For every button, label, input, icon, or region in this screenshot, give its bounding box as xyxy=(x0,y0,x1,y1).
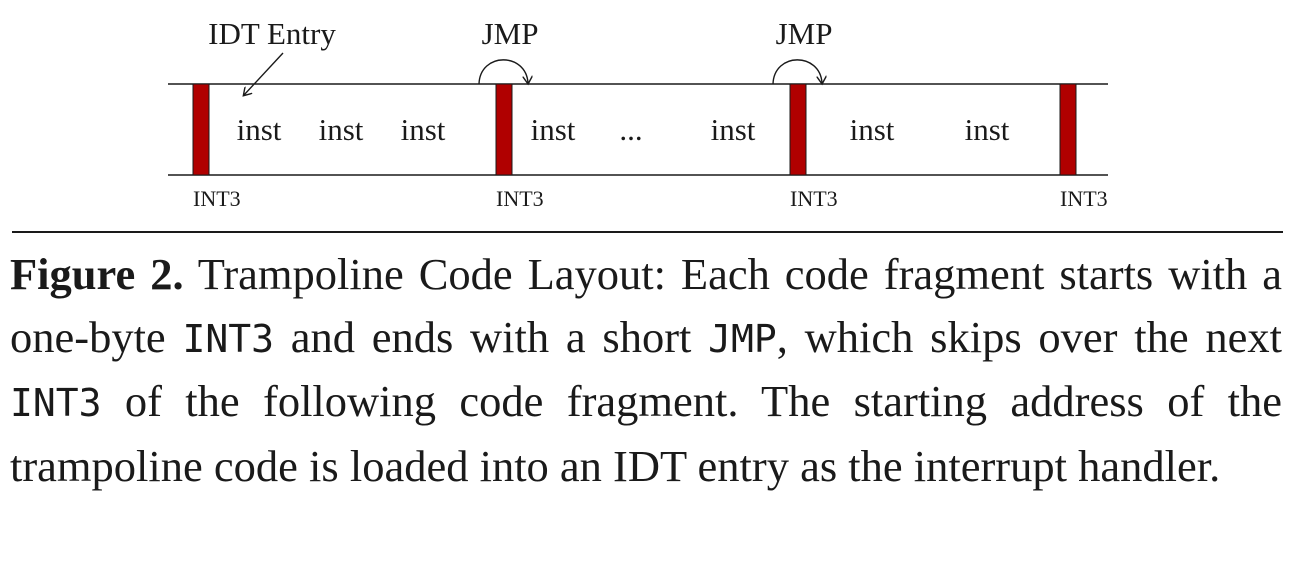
int3-bar xyxy=(1059,83,1077,176)
int3-label: INT3 xyxy=(790,186,838,211)
idt-entry-arrow xyxy=(244,52,284,95)
inst-label: inst xyxy=(965,112,1010,147)
caption-text: and ends with a short xyxy=(273,311,709,362)
figure-label: Figure 2. xyxy=(10,249,184,299)
trampoline-diagram: INT3 INT3 INT3 INT3 inst inst inst inst … xyxy=(168,16,1108,211)
caption-divider xyxy=(12,231,1283,233)
caption-text: , which skips over the next xyxy=(776,311,1282,362)
figure-caption: Figure 2. Trampoline Code Layout: Each c… xyxy=(10,243,1282,497)
jmp-label: JMP xyxy=(482,16,539,51)
inst-label: inst xyxy=(711,112,756,147)
ellipsis-label: ... xyxy=(619,112,642,147)
jmp-label: JMP xyxy=(776,16,833,51)
idt-entry-label: IDT Entry xyxy=(208,16,336,51)
caption-text: of the following code fragment. The star… xyxy=(10,376,1282,491)
inst-label: inst xyxy=(401,112,446,147)
inst-label: inst xyxy=(531,112,576,147)
jmp-arc xyxy=(478,59,528,84)
inst-label: inst xyxy=(319,112,364,147)
int3-label: INT3 xyxy=(496,186,544,211)
caption-code: INT3 xyxy=(182,316,274,361)
caption-code: INT3 xyxy=(10,381,102,425)
int3-bar xyxy=(192,83,210,176)
jmp-arc xyxy=(772,59,822,84)
inst-label: inst xyxy=(237,112,282,147)
int3-bar xyxy=(495,83,513,176)
caption-text: Trampoline Code Layout: Each code fragme… xyxy=(10,249,1283,362)
int3-bar xyxy=(789,83,807,176)
caption-code: JMP xyxy=(708,316,777,361)
inst-label: inst xyxy=(850,112,895,147)
int3-label: INT3 xyxy=(193,186,241,211)
int3-label: INT3 xyxy=(1060,186,1108,211)
